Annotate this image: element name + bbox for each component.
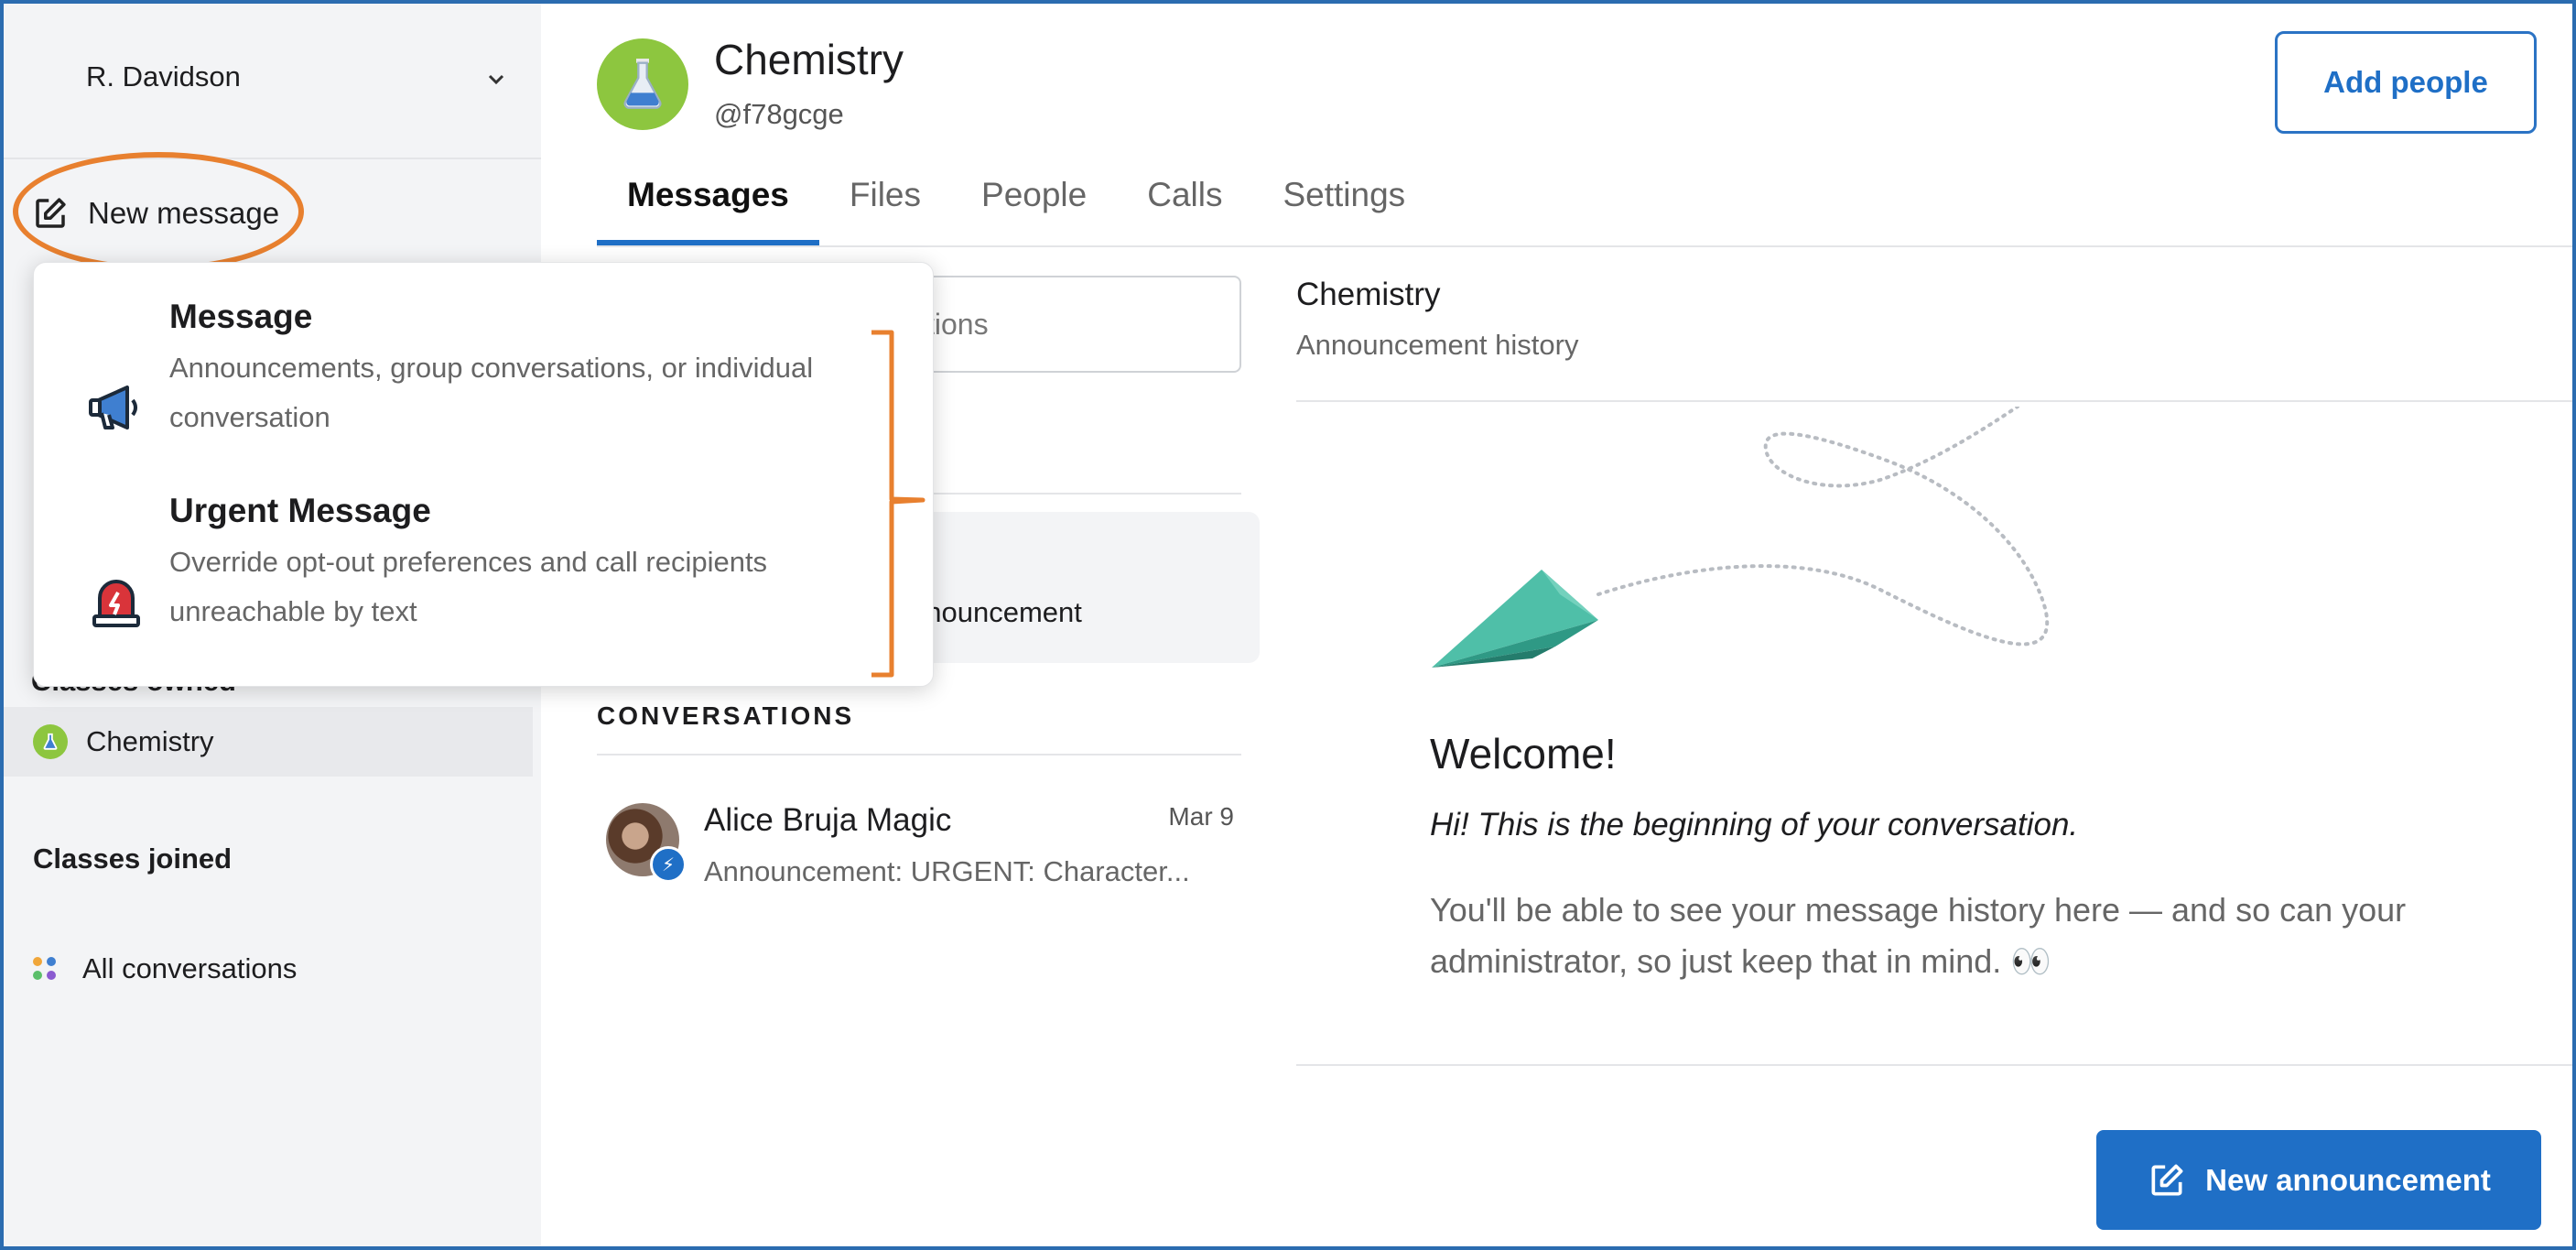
sidebar-item-all-conversations[interactable]: All conversations	[33, 952, 297, 985]
megaphone-icon	[89, 386, 137, 429]
tab-calls[interactable]: Calls	[1147, 176, 1223, 213]
tab-bar: Messages Files People Calls Settings	[597, 168, 1435, 245]
flask-icon	[623, 59, 662, 109]
siren-icon	[92, 580, 140, 627]
class-title: Chemistry	[714, 36, 904, 83]
new-announcement-button[interactable]: New announcement	[2096, 1130, 2541, 1230]
divider	[1296, 400, 2572, 402]
conversation-preview: Announcement: URGENT: Character...	[704, 855, 1190, 887]
menu-item-title: Urgent Message	[169, 492, 431, 529]
welcome-intro: Hi! This is the beginning of your conver…	[1430, 807, 2079, 842]
sidebar-item-chemistry[interactable]: Chemistry	[4, 707, 533, 777]
conversation-item[interactable]: ⚡ Alice Bruja Magic Mar 9 Announcement: …	[597, 799, 1241, 899]
tab-files[interactable]: Files	[849, 176, 922, 213]
menu-item-title: Message	[169, 298, 313, 335]
announcement-badge-icon: ⚡	[650, 846, 687, 883]
conversation-title: Chemistry	[1296, 277, 1441, 312]
tab-people[interactable]: People	[981, 176, 1088, 213]
new-announcement-label: New announcement	[2205, 1162, 2491, 1197]
divider	[4, 158, 541, 159]
new-message-label: New message	[88, 196, 280, 230]
class-code: @f78gcge	[714, 98, 844, 130]
conversation-date: Mar 9	[1168, 802, 1234, 831]
grid-dots-icon	[33, 957, 57, 981]
compose-icon	[36, 198, 66, 228]
chevron-down-icon[interactable]	[485, 68, 507, 90]
conversation-subtitle: Announcement history	[1296, 329, 1579, 361]
new-message-button[interactable]: New message	[31, 190, 279, 236]
menu-item-urgent-message[interactable]: Urgent Message Override opt-out preferen…	[34, 492, 935, 675]
menu-item-message[interactable]: Message Announcements, group conversatio…	[34, 298, 935, 481]
paper-plane-illustration	[1432, 407, 2050, 668]
divider	[597, 245, 2572, 247]
add-people-button[interactable]: Add people	[2275, 31, 2537, 134]
class-avatar	[597, 38, 688, 130]
classes-joined-heading: Classes joined	[33, 842, 233, 875]
conversations-heading: CONVERSATIONS	[597, 701, 855, 730]
divider	[1296, 1064, 2572, 1066]
welcome-body: You'll be able to see your message histo…	[1430, 891, 2407, 980]
welcome-heading: Welcome!	[1430, 730, 1617, 777]
flask-icon	[33, 724, 68, 759]
user-name[interactable]: R. Davidson	[86, 60, 241, 92]
menu-item-description: Announcements, group conversations, or i…	[169, 352, 814, 433]
announcements-row-label: nnouncement	[910, 596, 1082, 628]
divider	[597, 754, 1241, 755]
menu-item-description: Override opt-out preferences and call re…	[169, 546, 768, 627]
conversation-name: Alice Bruja Magic	[704, 802, 952, 838]
sidebar-item-label: Chemistry	[86, 725, 214, 757]
tab-settings[interactable]: Settings	[1283, 176, 1406, 213]
compose-icon	[2151, 1164, 2183, 1195]
tab-messages[interactable]: Messages	[597, 168, 819, 245]
sidebar-item-label: All conversations	[82, 952, 298, 984]
new-message-menu: Message Announcements, group conversatio…	[33, 262, 934, 687]
